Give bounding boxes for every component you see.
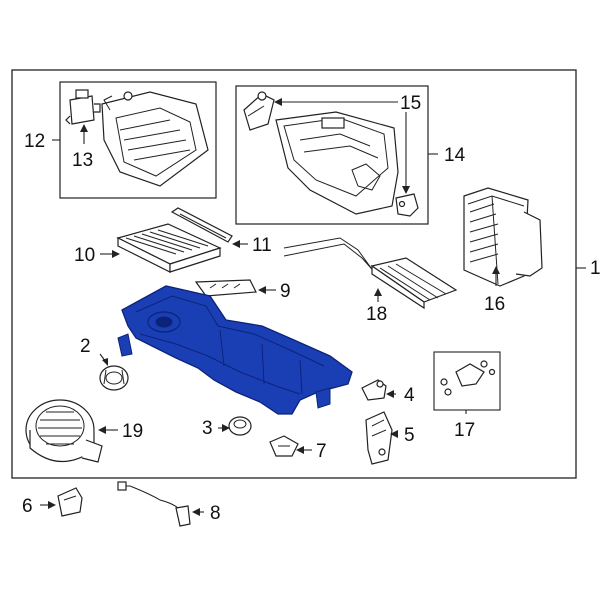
callout-1: 1 (590, 258, 600, 279)
callout-6: 6 (22, 496, 33, 517)
callout-18: 18 (366, 304, 387, 325)
callout-14: 14 (444, 145, 466, 166)
callout-12: 12 (24, 131, 45, 152)
callout-5: 5 (404, 425, 415, 446)
part-13-actuator (65, 89, 101, 125)
part-6-sensor (57, 487, 83, 517)
callout-19: 19 (122, 421, 143, 442)
callout-17: 17 (454, 420, 475, 441)
part-11-filter-door (170, 207, 233, 243)
callout-10: 10 (74, 245, 95, 266)
part-19-blower-motor (25, 399, 103, 463)
callout-3: 3 (202, 418, 213, 439)
part-14-case-half (275, 111, 399, 215)
part-9-seal (194, 279, 257, 297)
main-assembly-frame (11, 69, 577, 479)
part-12-case-half (101, 91, 209, 187)
sub-frame-14 (235, 85, 429, 225)
part-8-wiring-harness (117, 481, 191, 527)
part-3-grommet (228, 416, 252, 436)
part-15-actuator-upper (243, 91, 275, 131)
part-16-evaporator (463, 187, 543, 287)
callout-11: 11 (252, 235, 272, 256)
callout-4: 4 (404, 385, 415, 406)
part-15-actuator-lower (395, 193, 419, 217)
part-18-heater-core (283, 237, 458, 310)
sub-frame-17 (433, 351, 501, 411)
callout-8: 8 (210, 503, 221, 524)
part-5-actuator (365, 411, 393, 465)
part-17-sensor (440, 360, 496, 396)
part-10-cabin-air-filter (116, 223, 222, 273)
callout-2: 2 (80, 336, 91, 357)
part-4-bracket (361, 379, 387, 401)
callout-13: 13 (72, 150, 93, 171)
callout-16: 16 (484, 294, 505, 315)
callout-9: 9 (280, 281, 291, 302)
part-2-grommet (99, 365, 129, 391)
part-7-bracket (269, 435, 299, 457)
callout-15: 15 (400, 93, 421, 114)
callout-7: 7 (316, 441, 327, 462)
part-1-hvac-case-highlighted (117, 285, 353, 415)
